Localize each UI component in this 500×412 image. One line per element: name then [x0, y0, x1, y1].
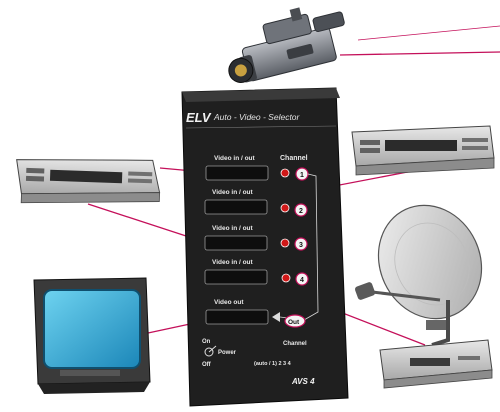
channel-button[interactable] — [295, 272, 309, 286]
channel-button[interactable] — [294, 203, 308, 217]
out-button-label: Out — [288, 319, 300, 326]
power-off-label: Off — [202, 362, 212, 368]
power-label: Power — [218, 350, 237, 356]
video-out-label: Video out — [214, 299, 244, 306]
scart-socket-icon — [205, 309, 269, 325]
cable-camcorder-2 — [357, 25, 500, 41]
model-label: AVS 4 — [291, 377, 315, 386]
scart-socket-icon — [204, 199, 268, 215]
channel-number: 1 — [300, 172, 304, 179]
scart-socket-icon — [204, 269, 268, 285]
channel-led-icon — [281, 273, 291, 283]
channel-button[interactable] — [294, 237, 308, 251]
device-title: Auto - Video - Selector — [213, 112, 301, 122]
out-button[interactable] — [284, 314, 306, 328]
cable-camcorder — [339, 51, 500, 56]
camcorder-icon — [228, 7, 345, 83]
port-label: Video in / out — [212, 189, 254, 196]
scart-socket-icon — [204, 235, 268, 251]
channel-number: 4 — [300, 277, 304, 284]
satellite-dish-icon — [354, 204, 493, 389]
tv-monitor-icon — [33, 277, 151, 394]
channel-number: 2 — [299, 208, 303, 215]
channel-number: 3 — [299, 242, 303, 249]
channel-footer-label: Channel — [283, 341, 307, 347]
port-label: Video in / out — [212, 259, 254, 266]
vcr-icon — [16, 159, 161, 204]
channel-values: (auto / 1) 2 3 4 — [254, 361, 292, 367]
power-on-label: On — [202, 339, 211, 345]
brand-logo: ELV — [186, 110, 212, 125]
channel-led-icon — [280, 203, 290, 213]
selector-box: ELV Auto - Video - Selector Channel Vide… — [181, 87, 349, 407]
channel-led-icon — [280, 168, 290, 178]
power-switch-icon[interactable] — [204, 347, 214, 357]
vcr-icon — [351, 125, 495, 176]
arrow-left-icon — [272, 312, 280, 322]
channel-header: Channel — [280, 155, 308, 162]
scart-socket-icon — [205, 165, 269, 181]
port-label: Video in / out — [214, 155, 256, 162]
channel-led-icon — [280, 238, 290, 248]
port-label: Video in / out — [212, 225, 254, 232]
